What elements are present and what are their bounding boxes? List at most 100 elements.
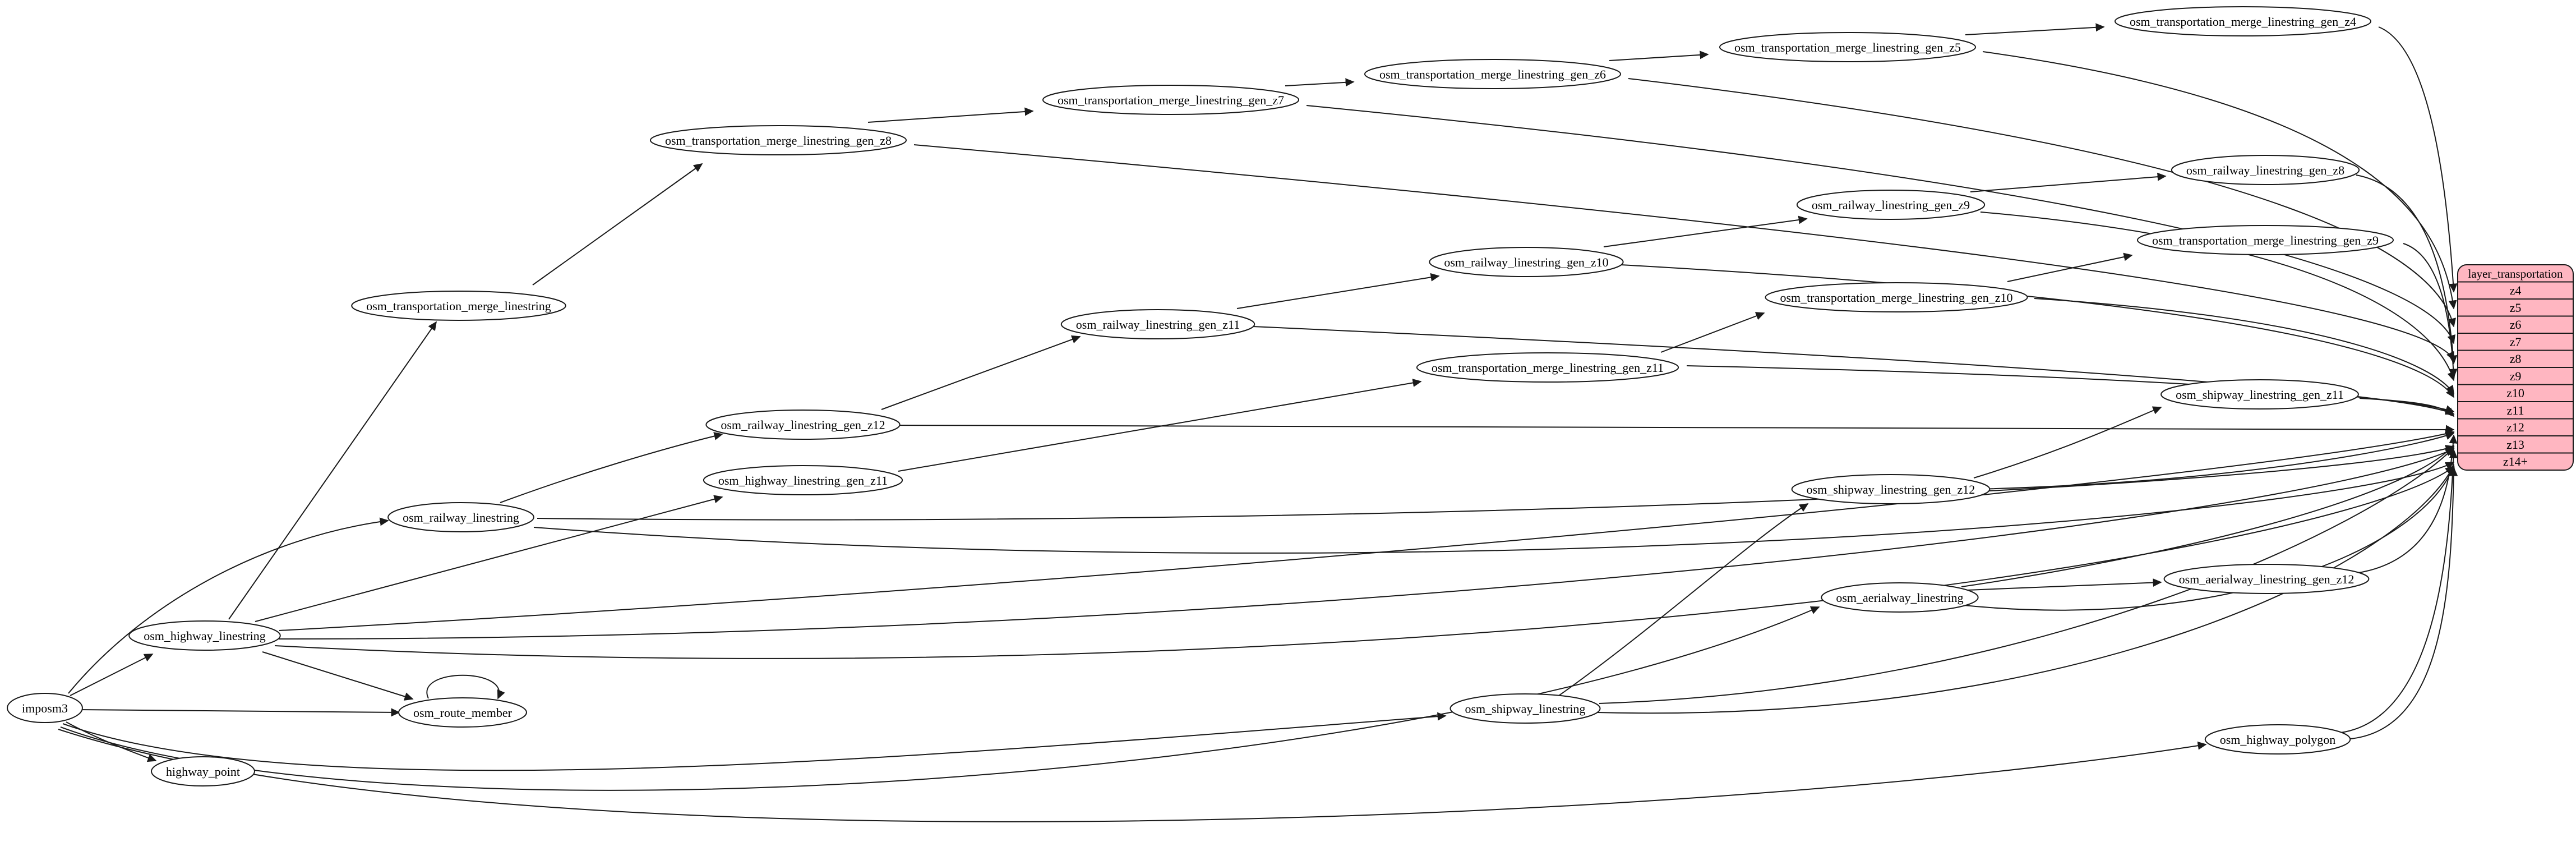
edge-merge_gen_z9-z9 bbox=[2403, 243, 2458, 378]
edge-imposm3-osm_shipway_linestring bbox=[62, 712, 1447, 771]
node-osm-highway-linestring: osm_highway_linestring bbox=[128, 620, 281, 651]
svg-text:osm_railway_linestring_gen_z8: osm_railway_linestring_gen_z8 bbox=[2186, 163, 2344, 177]
edge-osm_railway_linestring-z14 bbox=[533, 462, 2455, 554]
svg-text:imposm3: imposm3 bbox=[22, 701, 68, 715]
svg-text:osm_transportation_merge_lines: osm_transportation_merge_linestring_gen_… bbox=[1379, 67, 1606, 81]
svg-text:osm_transportation_merge_lines: osm_transportation_merge_linestring_gen_… bbox=[665, 134, 892, 148]
edge-osm_highway_linestring-z12 bbox=[279, 430, 2455, 631]
record-row-z14: z14+ bbox=[2503, 454, 2528, 468]
edge-gen_z6-z6 bbox=[1628, 78, 2456, 328]
edge-aerialway_gen_z12-z12 bbox=[2355, 434, 2458, 574]
edge-osm_highway_polygon-z14 bbox=[2338, 467, 2458, 740]
svg-text:osm_transportation_merge_lines: osm_transportation_merge_linestring_gen_… bbox=[2130, 15, 2356, 29]
svg-text:osm_railway_linestring_gen_z12: osm_railway_linestring_gen_z12 bbox=[721, 418, 885, 432]
node-osm-highway-polygon: osm_highway_polygon bbox=[2204, 724, 2351, 755]
svg-text:osm_transportation_merge_lines: osm_transportation_merge_linestring_gen_… bbox=[1734, 40, 1961, 54]
edge-railway_gen_z8-z8 bbox=[2356, 174, 2458, 365]
node-railway-gen-z11: osm_railway_linestring_gen_z11 bbox=[1060, 309, 1255, 339]
edge-merge_gen_z11-merge_gen_z10 bbox=[1660, 312, 1765, 353]
record-row-z4: z4 bbox=[2510, 283, 2522, 297]
record-title: layer_transportation bbox=[2468, 267, 2563, 280]
edge-railway_gen_z11-railway_gen_z10 bbox=[1236, 273, 1440, 309]
edge-osm_transportation_merge_linestring-gen_z8 bbox=[532, 163, 703, 286]
svg-text:osm_route_member: osm_route_member bbox=[413, 706, 513, 720]
edge-osm_highway_linestring-osm_highway_linestring_gen_z11 bbox=[255, 495, 723, 622]
record-row-z13: z13 bbox=[2506, 438, 2524, 452]
edge-railway_gen_z12-railway_gen_z11 bbox=[881, 335, 1081, 410]
node-shipway-gen-z11: osm_shipway_linestring_gen_z11 bbox=[2160, 379, 2359, 410]
node-osm-route-member: osm_route_member bbox=[398, 697, 527, 728]
svg-text:osm_shipway_linestring: osm_shipway_linestring bbox=[1465, 702, 1585, 716]
edge-railway_gen_z11-z11 bbox=[1252, 326, 2455, 415]
svg-text:highway_point: highway_point bbox=[166, 765, 240, 779]
edge-osm_shipway_linestring-z13 bbox=[1599, 447, 2455, 704]
edge-osm_railway_linestring-z13 bbox=[537, 445, 2455, 521]
svg-text:osm_railway_linestring_gen_z10: osm_railway_linestring_gen_z10 bbox=[1444, 255, 1608, 269]
edge-shipway_gen_z12-shipway_gen_z11 bbox=[1973, 406, 2162, 479]
record-row-z11: z11 bbox=[2507, 403, 2524, 417]
edge-imposm3-osm_route_member bbox=[77, 708, 400, 717]
svg-text:osm_railway_linestring: osm_railway_linestring bbox=[403, 510, 519, 525]
svg-text:osm_transportation_merge_lines: osm_transportation_merge_linestring_gen_… bbox=[1432, 361, 1664, 375]
node-railway-gen-z12: osm_railway_linestring_gen_z12 bbox=[705, 410, 901, 440]
edge-gen_z4-z4 bbox=[2378, 26, 2458, 293]
edge-merge_gen_z10-z10 bbox=[2034, 298, 2454, 395]
node-osm-transportation-merge-linestring: osm_transportation_merge_linestring bbox=[351, 291, 566, 321]
edge-imposm3-osm_highway_polygon bbox=[58, 729, 2207, 822]
edges-layer bbox=[58, 23, 2458, 822]
svg-text:osm_aerialway_linestring_gen_z: osm_aerialway_linestring_gen_z12 bbox=[2179, 572, 2355, 586]
edge-gen_z6-gen_z5 bbox=[1609, 50, 1709, 61]
edge-gen_z8-z8 bbox=[913, 144, 2454, 361]
edge-railway_gen_z9-z9 bbox=[1980, 211, 2455, 381]
record-row-z6: z6 bbox=[2510, 318, 2522, 332]
record-row-z5: z5 bbox=[2510, 301, 2522, 315]
edge-osm_aerialway_linestring-osm_aerialway_linestring_gen_z12 bbox=[1966, 578, 2162, 591]
node-railway-gen-z8: osm_railway_linestring_gen_z8 bbox=[2171, 155, 2360, 185]
edge-osm_highway_linestring-z14 bbox=[274, 466, 2455, 659]
node-merge-gen-z6: osm_transportation_merge_linestring_gen_… bbox=[1364, 59, 1622, 89]
svg-text:osm_transportation_merge_lines: osm_transportation_merge_linestring_gen_… bbox=[1058, 93, 1284, 107]
svg-text:osm_highway_linestring: osm_highway_linestring bbox=[144, 629, 266, 643]
node-merge-gen-z5: osm_transportation_merge_linestring_gen_… bbox=[1719, 32, 1977, 62]
node-merge-gen-z10: osm_transportation_merge_linestring_gen_… bbox=[1765, 282, 2028, 312]
edge-railway_gen_z9-railway_gen_z8 bbox=[1970, 172, 2167, 192]
node-merge-gen-z9: osm_transportation_merge_linestring_gen_… bbox=[2136, 225, 2394, 255]
layer-transportation-record: layer_transportation z4 z5 z6 z7 z8 z9 z… bbox=[2457, 264, 2574, 471]
edge-railway_gen_z10-railway_gen_z9 bbox=[1603, 215, 1808, 247]
edge-imposm3-osm_highway_linestring bbox=[70, 654, 154, 696]
edge-railway_gen_z10-z10 bbox=[1620, 264, 2454, 398]
node-highway-point: highway_point bbox=[151, 756, 255, 786]
edge-railway_gen_z12-z12 bbox=[888, 425, 2455, 434]
node-osm-aerialway-linestring: osm_aerialway_linestring bbox=[1821, 582, 1979, 613]
record-row-z10: z10 bbox=[2506, 386, 2524, 400]
node-shipway-gen-z12: osm_shipway_linestring_gen_z12 bbox=[1791, 474, 1991, 504]
node-aerialway-gen-z12: osm_aerialway_linestring_gen_z12 bbox=[2163, 564, 2370, 594]
edge-osm_route_member-self-loop bbox=[426, 674, 505, 700]
edge-osm_highway_linestring-z13 bbox=[278, 448, 2455, 640]
edge-osm_aerialway_linestring-z13 bbox=[1961, 444, 2455, 587]
record-row-z7: z7 bbox=[2510, 335, 2522, 349]
svg-text:osm_transportation_merge_lines: osm_transportation_merge_linestring bbox=[366, 299, 551, 313]
nodes-layer: imposm3 osm_highway_linestring highway_p… bbox=[7, 6, 2394, 786]
node-merge-gen-z8: osm_transportation_merge_linestring_gen_… bbox=[649, 125, 907, 155]
edge-osm_highway_linestring-osm_transportation_merge_linestring bbox=[228, 321, 437, 620]
svg-text:osm_highway_linestring_gen_z11: osm_highway_linestring_gen_z11 bbox=[718, 473, 888, 487]
edge-osm_railway_linestring-osm_railway_linestring_gen_z12 bbox=[500, 432, 723, 503]
edge-gen_z5-gen_z4 bbox=[1965, 23, 2105, 35]
node-railway-gen-z9: osm_railway_linestring_gen_z9 bbox=[1796, 190, 1986, 220]
svg-text:osm_aerialway_linestring: osm_aerialway_linestring bbox=[1836, 591, 1963, 605]
svg-text:osm_highway_polygon: osm_highway_polygon bbox=[2220, 733, 2336, 747]
node-railway-gen-z10: osm_railway_linestring_gen_z10 bbox=[1429, 247, 1624, 277]
edge-gen_z5-z5 bbox=[1982, 51, 2457, 310]
record-row-z12: z12 bbox=[2506, 420, 2524, 434]
edge-osm_shipway_linestring-osm_shipway_linestring_gen_z12 bbox=[1558, 503, 1809, 696]
edge-osm_highway_linestring-osm_route_member bbox=[262, 651, 414, 701]
svg-text:osm_shipway_linestring_gen_z12: osm_shipway_linestring_gen_z12 bbox=[1807, 482, 1975, 496]
record-row-z9: z9 bbox=[2510, 369, 2522, 383]
node-merge-gen-z11: osm_transportation_merge_linestring_gen_… bbox=[1416, 352, 1679, 383]
node-osm-shipway-linestring: osm_shipway_linestring bbox=[1449, 693, 1601, 724]
node-imposm3: imposm3 bbox=[7, 693, 83, 723]
svg-text:osm_railway_linestring_gen_z11: osm_railway_linestring_gen_z11 bbox=[1076, 318, 1240, 332]
edge-merge_gen_z10-merge_gen_z9 bbox=[2007, 252, 2133, 282]
